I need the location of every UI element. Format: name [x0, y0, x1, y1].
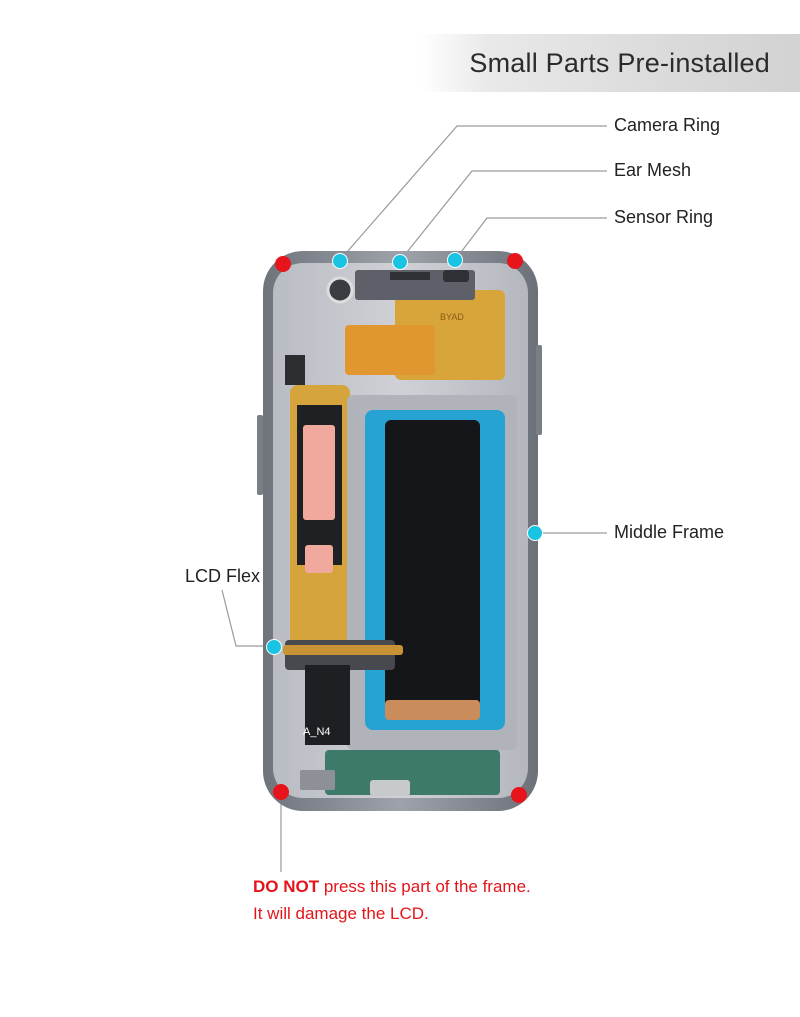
label-lcd-flex: LCD Flex	[185, 566, 261, 586]
warning-line-1-rest: press this part of the frame.	[319, 877, 531, 896]
small-module	[285, 355, 305, 385]
top-flex-orange	[345, 325, 435, 375]
warning-emphasis: DO NOT	[253, 877, 320, 896]
camera-hole	[326, 276, 354, 304]
top-flex-text: BYAD	[440, 312, 464, 322]
marker-red-top-right	[507, 253, 523, 269]
warning-line-1: DO NOT press this part of the frame.	[253, 873, 531, 900]
sensor-ring-leader	[454, 217, 607, 261]
warning-text: DO NOT press this part of the frame. It …	[253, 873, 531, 927]
title-banner: Small Parts Pre-installed	[420, 34, 800, 92]
bottom-flex-black	[305, 665, 350, 745]
bottom-flex-gold	[283, 645, 403, 655]
label-middle-frame: Middle Frame	[614, 522, 725, 542]
battery-copper-edge	[385, 700, 480, 720]
phone-frame-illustration: BYAD A_N4	[257, 251, 542, 811]
marker-camera-ring	[332, 253, 348, 269]
ear-mesh-leader	[398, 170, 607, 263]
power-button	[536, 345, 542, 435]
marker-ear-mesh	[392, 254, 408, 270]
marker-sensor-ring	[447, 252, 463, 268]
volume-button	[257, 415, 263, 495]
bottom-speaker	[300, 770, 335, 790]
charging-port	[370, 780, 410, 796]
label-sensor-ring: Sensor Ring	[614, 207, 714, 227]
sensor-ring	[443, 270, 469, 282]
bottom-flex-text: A_N4	[303, 726, 331, 738]
label-ear-mesh: Ear Mesh	[614, 160, 692, 180]
warning-line-2: It will damage the LCD.	[253, 904, 429, 923]
charging-board	[325, 750, 500, 795]
marker-red-bottom-right	[511, 787, 527, 803]
banner-title: Small Parts Pre-installed	[469, 48, 770, 78]
marker-middle-frame	[527, 525, 543, 541]
marker-red-bottom-left	[273, 784, 289, 800]
lcd-flex-leader	[221, 589, 273, 647]
ear-mesh	[390, 272, 430, 280]
marker-red-top-left	[275, 256, 291, 272]
pink-pad-1	[303, 425, 335, 520]
pink-pad-2	[305, 545, 333, 573]
camera-ring-leader	[339, 125, 607, 261]
battery-black-area	[385, 420, 480, 720]
label-camera-ring: Camera Ring	[614, 115, 721, 135]
marker-lcd-flex	[266, 639, 282, 655]
